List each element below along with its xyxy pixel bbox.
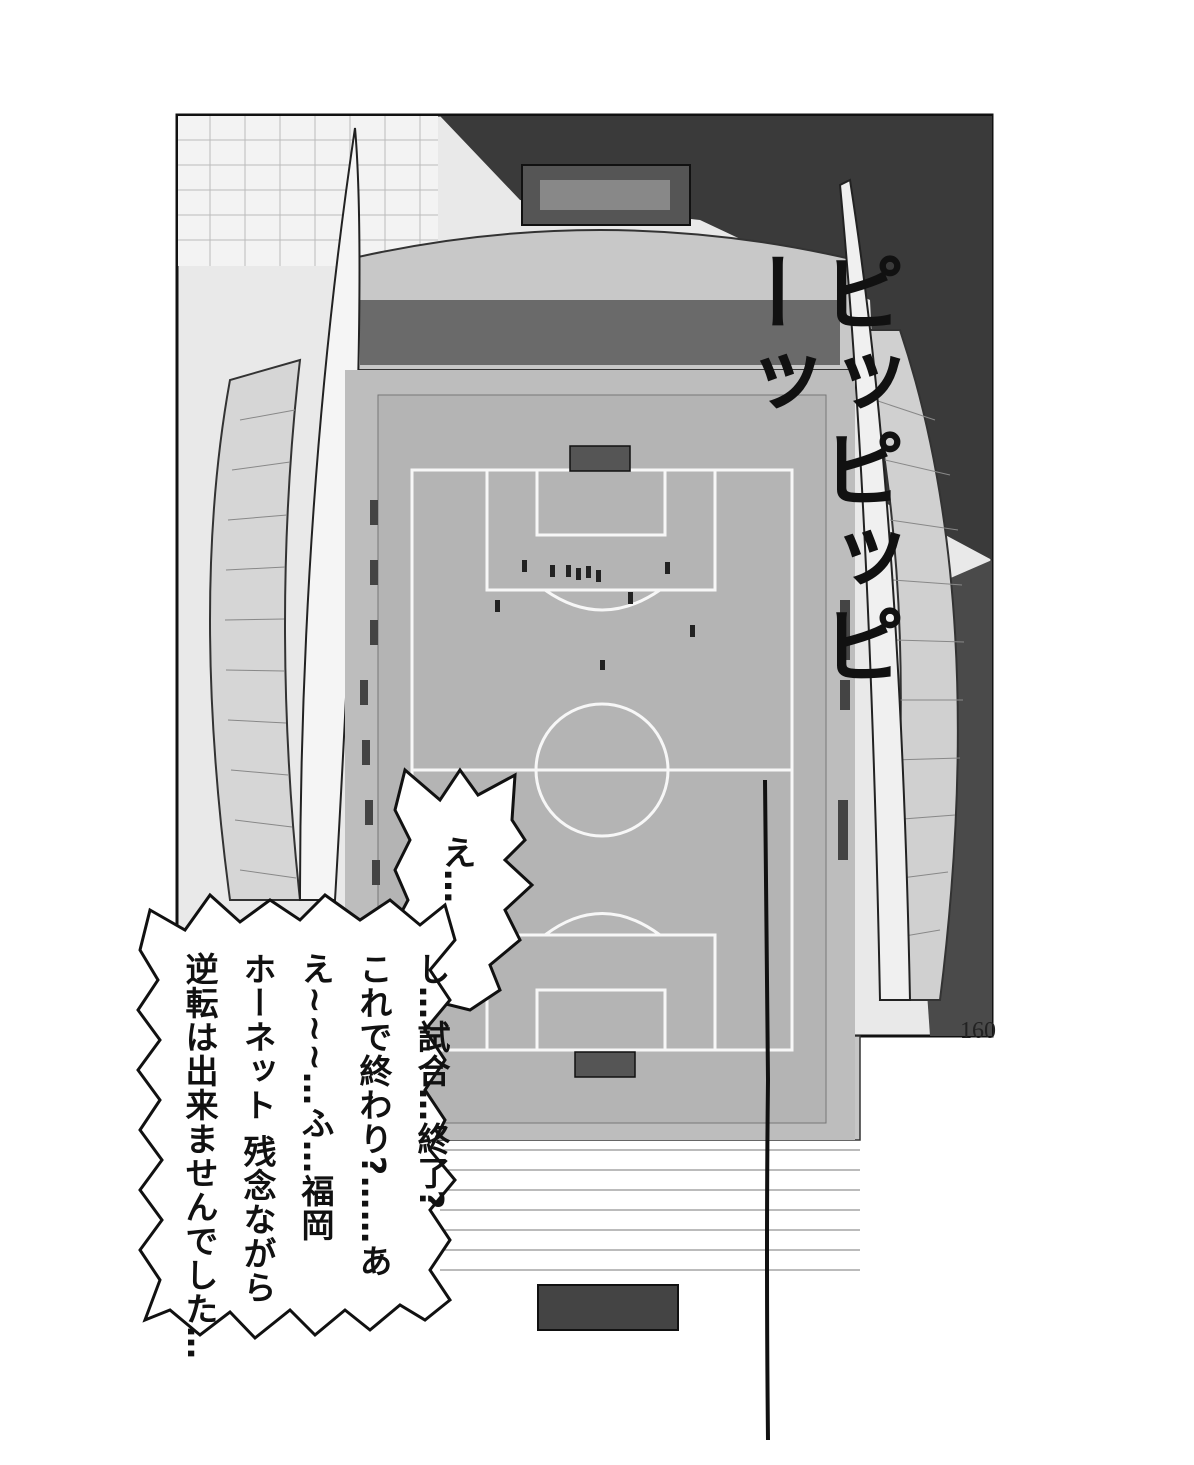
bubble-large-line-4: ホーネット 残念ながら — [238, 952, 277, 1305]
bubble-large-shape — [136, 892, 457, 1341]
bubble-large-text: し…試合…終了? これで終わり?……あ え~~~…ふ…福岡 ホーネット 残念なが… — [170, 952, 460, 1360]
stand-top-crowd — [360, 300, 840, 365]
bubble-large-line-3: え~~~…ふ…福岡 — [296, 952, 335, 1242]
pylon-right — [838, 178, 912, 1001]
goal-bottom — [574, 1051, 636, 1078]
bubble-large-line-2: これで終わり?……あ — [354, 952, 393, 1279]
goal-top — [569, 445, 631, 472]
bubble-large-line-1: し…試合…終了? — [412, 952, 451, 1211]
sideline-benches — [360, 500, 850, 885]
page-number: 160 — [960, 1018, 996, 1044]
bubble-small-line: え… — [436, 835, 476, 903]
speech-tail-line — [763, 779, 771, 1441]
bubble-large-line-5: 逆転は出来ませんでした… — [180, 952, 219, 1360]
bubble-small-text: え… — [436, 835, 476, 903]
sfx-whistle: ピッピッピーッ — [723, 250, 905, 690]
players — [495, 560, 695, 670]
scoreboard-bottom — [537, 1284, 679, 1331]
building-grid — [178, 116, 438, 266]
